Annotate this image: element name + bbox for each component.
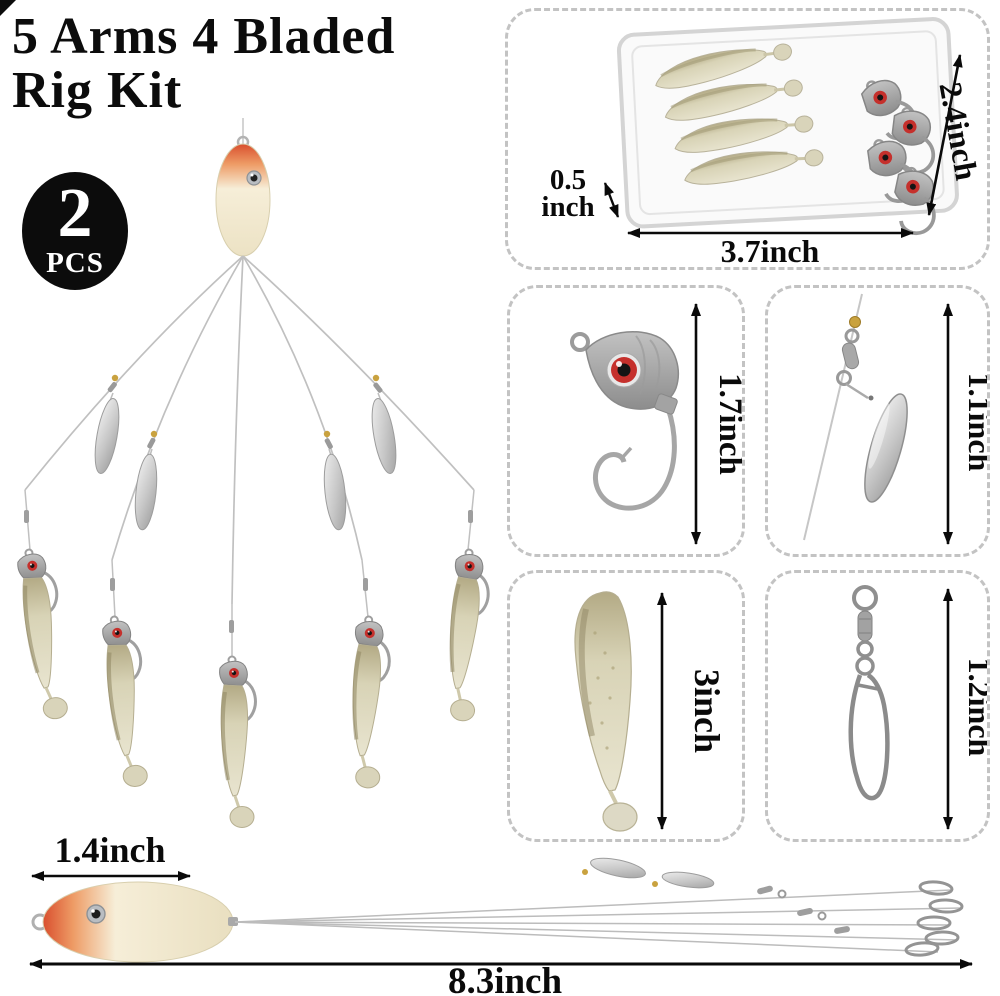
jig-head-photo <box>570 331 680 511</box>
umbrella-rig-photo <box>14 118 495 830</box>
badge-unit: PCS <box>46 247 104 279</box>
swimbait-photo <box>437 546 495 725</box>
panel-tackle-box: 0.5 inch 3.7inch 2.4inch <box>505 8 990 270</box>
swimbait-photo <box>14 545 72 723</box>
page-title: 5 Arms 4 Bladed Rig Kit <box>12 8 396 120</box>
arm-connectors <box>24 489 475 657</box>
soft-bait-photo <box>574 591 638 832</box>
label-blade-size: 1.1inch <box>962 373 987 472</box>
label-case-depth-value: 0.5 <box>550 164 586 196</box>
spinner-blades <box>94 374 397 531</box>
folded-rig-photo: 1.4inch <box>29 830 973 996</box>
wire-arms <box>24 255 475 605</box>
snap-swivel-photo <box>848 585 890 801</box>
title-line-2: Rig Kit <box>12 62 183 120</box>
title-line-1: 5 Arms 4 Bladed <box>12 8 396 65</box>
label-case-length: 3.7inch <box>721 233 820 267</box>
tackle-box-photo <box>616 17 959 239</box>
folded-wires <box>234 889 963 953</box>
swimbait-photo <box>217 654 258 830</box>
badge-count: 2 <box>57 175 93 252</box>
panel-soft-bait: 3inch <box>507 570 745 842</box>
quantity-badge: 2 PCS <box>22 172 128 290</box>
swimbait-photo <box>342 613 395 791</box>
head-lure-photo <box>31 881 238 963</box>
folded-hardware <box>582 857 964 957</box>
label-total-length: 8.3inch <box>448 961 563 996</box>
arrow-case-width <box>926 54 963 216</box>
panel-jig-head: 1.7inch <box>507 285 745 557</box>
swimbait-photo <box>99 612 152 790</box>
label-snap-swivel-size: 1.2inch <box>962 658 987 757</box>
label-case-depth-unit: inch <box>541 191 594 223</box>
corner-mark <box>0 0 16 16</box>
label-lure-length: 1.4inch <box>54 830 165 870</box>
label-soft-bait-size: 3inch <box>687 669 727 753</box>
blade-swivel-photo <box>803 293 908 541</box>
label-jig-head-size: 1.7inch <box>712 373 742 475</box>
panel-snap-swivel: 1.2inch <box>765 570 990 842</box>
panel-blade: 1.1inch <box>765 285 990 557</box>
arrow-case-depth <box>603 182 620 218</box>
